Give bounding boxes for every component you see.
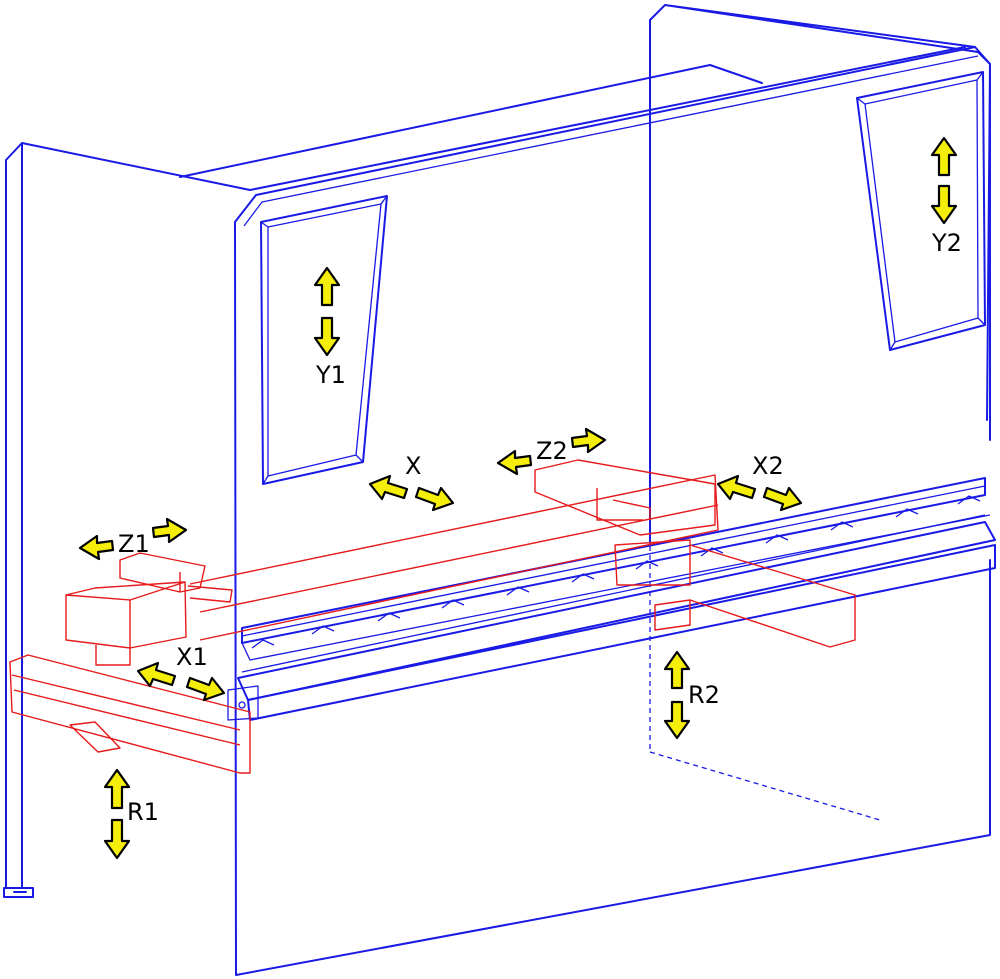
- y1-down-arrow: [313, 316, 341, 357]
- z1-arrow-left: [78, 534, 115, 561]
- r1-up-arrow: [103, 768, 131, 810]
- r2-up-arrow: [663, 650, 691, 690]
- left-side-frame: [5, 142, 251, 889]
- backgauge-assembly: [9, 459, 856, 774]
- left-support-beam: [9, 654, 251, 774]
- label-z2: Z2: [536, 437, 568, 465]
- label-x2: X2: [752, 452, 784, 480]
- right-carriage: [534, 459, 716, 536]
- upper-tool-beam: [241, 477, 991, 661]
- r2-down-arrow: [663, 700, 691, 740]
- y2-down-arrow: [930, 184, 958, 225]
- right-finger-z2: [614, 539, 691, 631]
- hidden-edge-bottom: [649, 751, 881, 821]
- x-arrow-right: [414, 486, 455, 512]
- right-side-frame: [649, 4, 991, 546]
- label-y1: Y1: [315, 361, 346, 389]
- left-carriage: [65, 581, 187, 649]
- x1-arrow-left: [136, 661, 177, 688]
- r1-down-arrow: [103, 818, 131, 860]
- axis-arrows: [78, 136, 958, 860]
- x1-arrow-right: [185, 676, 226, 702]
- z2-arrow-left: [496, 449, 533, 476]
- r1-cylinder: [69, 721, 121, 753]
- z1-arrow-right: [151, 517, 188, 544]
- rear-beam: [179, 46, 966, 191]
- label-y2: Y2: [931, 229, 962, 257]
- y2-cylinder-window: [856, 71, 986, 351]
- y2-up-arrow: [930, 136, 958, 177]
- left-finger-stem: [95, 645, 131, 666]
- x-arrow-left: [368, 474, 409, 501]
- x2-arrow-right: [762, 486, 803, 512]
- left-foot: [3, 887, 34, 898]
- y1-up-arrow: [313, 266, 341, 307]
- axis-labels: Y1 Y2 X X2 X1 Z1 Z2 R1 R2: [118, 229, 962, 826]
- label-x1: X1: [176, 643, 208, 671]
- backgauge-rail: [189, 474, 719, 641]
- label-x: X: [405, 452, 421, 480]
- x2-arrow-left: [716, 474, 757, 501]
- label-r1: R1: [127, 798, 159, 826]
- lower-die-beam: [227, 514, 996, 721]
- machine-frame: [3, 4, 996, 976]
- z2-arrow-right: [570, 427, 607, 454]
- y1-cylinder-window: [260, 195, 388, 485]
- left-finger-z1: [119, 552, 233, 603]
- right-support-beam: [689, 544, 856, 648]
- front-plate-inner-edge: [243, 55, 979, 227]
- label-r2: R2: [688, 681, 720, 709]
- front-plate: [234, 46, 991, 976]
- label-z1: Z1: [118, 530, 150, 558]
